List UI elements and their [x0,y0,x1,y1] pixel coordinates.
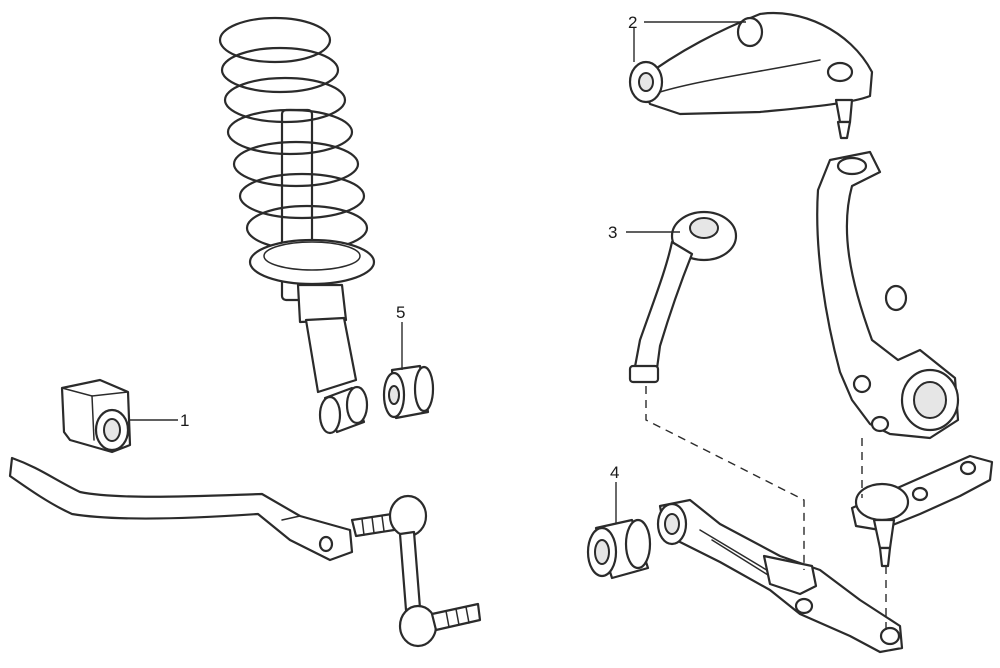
callout-labels: 1 2 3 4 5 [180,13,637,482]
damper-body [304,316,358,394]
coil-spring [218,16,369,252]
callout-4: 4 [610,463,619,482]
steering-knuckle [816,150,960,440]
stabilizer-link [350,494,482,648]
stabilizer-bar [8,456,354,562]
tension-rod-3 [628,210,738,384]
bushing-4 [586,518,652,580]
callout-5: 5 [396,303,405,322]
damper-upper [296,283,348,324]
callout-3: 3 [608,223,617,242]
coil-spring-strut-assembly [218,16,376,435]
lower-control-arm [656,498,904,654]
callout-1: 1 [180,411,189,430]
damper-eye-bushing [318,385,369,435]
bushing-5 [382,364,435,420]
assembly-guide-lines [645,386,887,630]
callout-2: 2 [628,13,637,32]
stabilizer-bushing-1 [60,378,132,454]
upper-control-arm-2 [628,11,874,140]
lower-ball-joint [850,454,994,568]
callout-leaders [128,21,746,524]
